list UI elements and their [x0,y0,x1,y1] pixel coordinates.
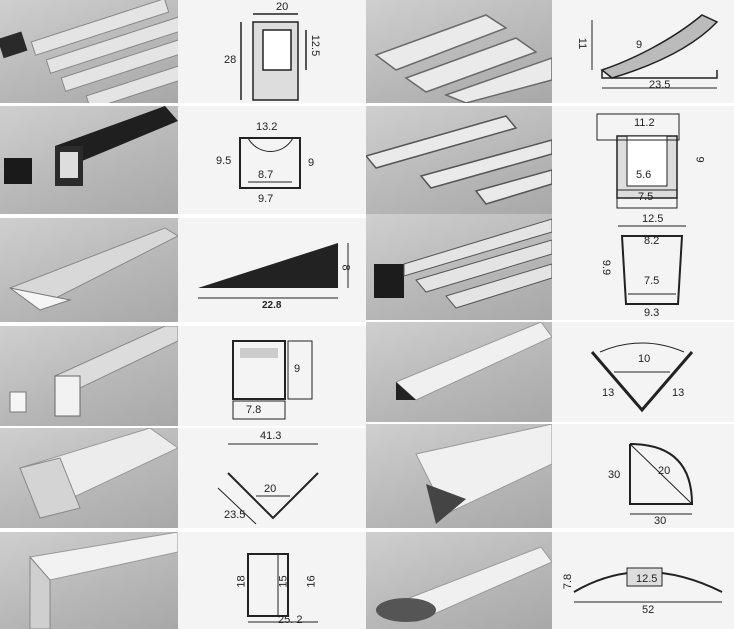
profile-render-8 [395,322,552,401]
dim-right: 9 [294,363,301,375]
profile-drawing-1: 20 28 12.5 [178,0,366,103]
profile-diagram-6 [618,225,686,305]
profile-drawing-5: 8 4 22.8 [178,218,366,322]
profile-diagram-2 [591,14,719,89]
dim-height: 11 [576,37,589,50]
dim-top: 12.5 [642,214,664,225]
dim-inner: 4 [310,267,317,279]
dim-height: 28 [224,54,237,66]
profile-render-3 [4,106,178,186]
dim-inner: 12.5 [636,573,658,585]
dim-bottom: 9.3 [644,307,660,319]
profile-photo-4 [366,106,552,214]
profile-render-12 [376,546,552,623]
profile-render-11 [29,532,178,629]
dim-right: 13 [672,387,685,399]
profile-render-1 [0,0,178,103]
dim-inner: 12.5 [309,34,322,57]
dim-right: 9 [308,157,315,169]
profile-drawing-4: 11.2 9 5.6 7.5 [552,106,734,214]
dim-top: 11.2 [634,117,655,129]
dim-inner: 20 [264,483,277,495]
profile-photo-1 [0,0,178,103]
profile-diagram-8 [590,342,694,413]
profile-photo-6 [366,214,552,320]
profile-diagram-9 [217,443,319,525]
profile-photo-7 [0,326,178,426]
profile-diagram-12 [573,567,723,603]
profile-render-6 [374,218,552,309]
profile-render-10 [415,424,552,524]
profile-render-7 [9,326,178,417]
profile-photo-2 [366,0,552,103]
dim-right: 16 [305,575,318,588]
profile-photo-10 [366,424,552,528]
dim-bottom: 30 [654,515,667,527]
profile-drawing-9: 41.3 20 23.5 [178,428,366,528]
profile-diagram-3 [239,137,301,189]
dim-bottom: 7.5 [638,191,654,203]
profile-render-2 [374,14,552,103]
profile-photo-12 [366,532,552,629]
profile-drawing-12: 7.8 12.5 52 [552,532,734,629]
dim-diag: 20 [658,465,671,477]
profile-diagram-4 [596,113,680,209]
dim-left: 30 [608,469,621,481]
profile-render-4 [366,115,552,205]
dim-left: 9.9 [600,259,613,276]
dim-right: 8 [339,264,352,271]
dim-bottom: 25. 2 [278,614,303,626]
profile-diagram-5 [198,243,349,299]
profile-diagram-7 [232,340,313,420]
profile-diagram-11 [247,553,318,623]
dim-width: 23.5 [649,79,671,91]
profile-drawing-8: 10 13 13 [552,322,734,422]
dim-side: 23.5 [224,509,246,521]
dim-inner: 8.7 [258,169,274,181]
dim-left: 7.8 [562,573,575,590]
dim-left: 13 [602,387,615,399]
profile-drawing-10: 30 20 30 [552,424,734,528]
profile-render-5 [8,227,178,311]
dim-top: 10 [638,353,651,365]
dim-left: 9.5 [216,155,232,167]
dim-left: 18 [235,575,248,588]
profile-photo-3 [0,106,178,214]
profile-drawing-2: 11 9 23.5 [552,0,734,103]
profile-drawing-11: 18 15 16 25. 2 [178,532,366,629]
dim-inner: 15 [277,575,290,588]
profile-diagram-1 [240,13,307,101]
dim-inner: 5.6 [636,169,652,181]
dim-bottom: 52 [642,604,655,616]
profile-photo-5 [0,218,178,322]
dim-angle: 9 [636,39,643,51]
dim-width: 20 [276,1,289,13]
profile-diagram-10 [629,443,694,515]
profile-render-9 [19,428,178,519]
profile-drawing-6: 12.5 8.2 9.9 7.5 9.3 [552,214,734,320]
dim-top: 41.3 [260,430,282,442]
dim-inner-bottom: 7.5 [644,275,660,287]
dim-right: 9 [693,156,706,163]
profile-photo-11 [0,532,178,629]
dim-top: 13.2 [256,121,278,133]
dim-bottom: 22.8 [262,300,282,311]
profile-drawing-7: 9 7.8 [178,326,366,426]
profile-photo-9 [0,428,178,528]
dim-bottom: 9.7 [258,193,274,205]
profile-drawing-3: 13.2 9.5 9 8.7 9.7 [178,106,366,214]
dim-bottom: 7.8 [246,404,262,416]
dim-inner-top: 8.2 [644,235,660,247]
profile-photo-8 [366,322,552,422]
